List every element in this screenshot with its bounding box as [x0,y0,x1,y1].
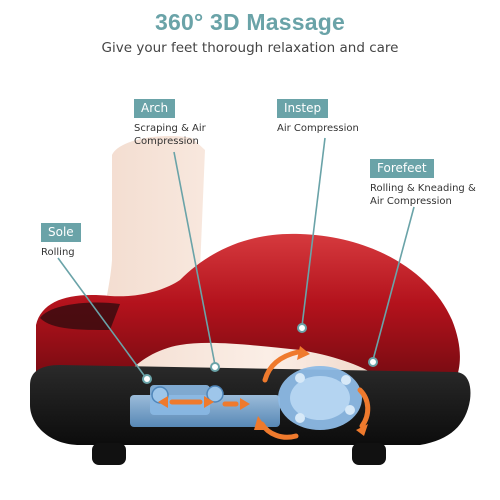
leader-forefeet [372,206,415,361]
page-subtitle: Give your feet thorough relaxation and c… [101,40,399,56]
callout-sole-label: Sole [41,223,81,242]
callout-instep-label: Instep [277,99,329,118]
callout-arch-desc: Scraping & Air Compression [134,123,206,147]
point-arch [210,362,220,372]
point-sole [142,374,152,384]
device-foot-right [352,443,386,465]
leader-arch [173,151,216,366]
callout-sole-desc: Rolling [41,247,75,258]
callout-instep-desc: Air Compression [277,123,359,134]
point-forefeet [368,357,378,367]
device-opening [40,302,120,330]
point-instep [297,323,307,333]
device-foot-left [92,443,126,465]
callout-arch-label: Arch [134,99,176,118]
callout-forefeet-label: Forefeet [370,159,434,178]
leader-sole [57,257,147,379]
callout-forefeet-desc: Rolling & Kneading & Air Compression [370,183,476,207]
leader-instep [301,137,326,327]
page-title: 360° 3D Massage [155,9,345,35]
arrow-heads [158,346,368,436]
device-shell [36,233,460,390]
massage-mechanism [130,366,362,430]
